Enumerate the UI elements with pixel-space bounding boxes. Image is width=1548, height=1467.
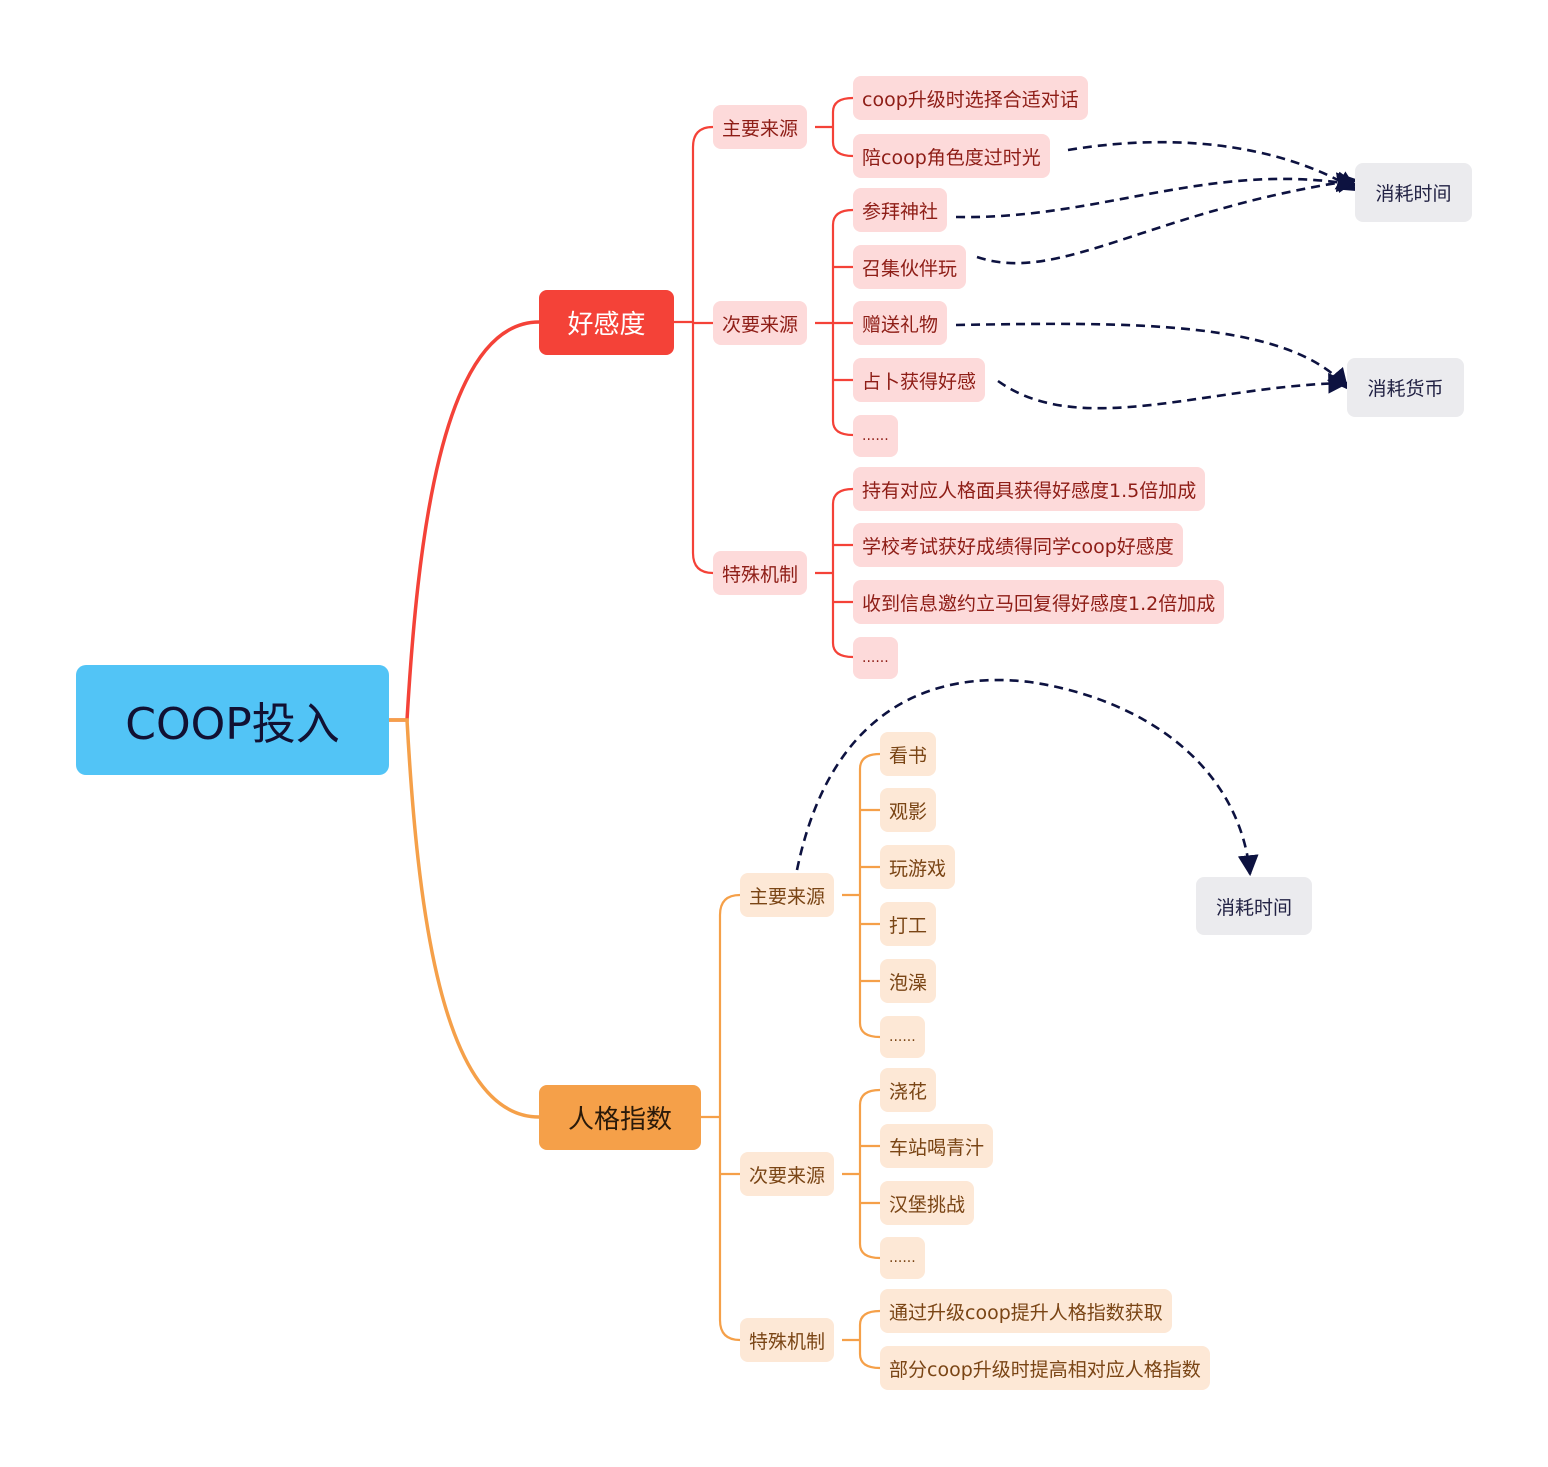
relation-arrow-time-2 (955, 171, 1359, 219)
leaf-node[interactable]: 持有对应人格面具获得好感度1.5倍加成 (853, 467, 1206, 511)
leaf-ellipsis[interactable]: ...... (880, 1237, 925, 1279)
group-main-source[interactable]: 主要来源 (740, 873, 835, 917)
tag-consume-currency[interactable]: 消耗货币 (1347, 358, 1464, 417)
group-special-mechanism[interactable]: 特殊机制 (713, 551, 808, 595)
relation-arrow-time-4 (795, 678, 1259, 877)
leaf-node[interactable]: 打工 (880, 902, 937, 946)
branch-rengezhishu[interactable]: 人格指数 (539, 1085, 701, 1150)
leaf-node[interactable]: 泡澡 (880, 959, 937, 1003)
group-secondary-source[interactable]: 次要来源 (713, 301, 808, 345)
leaf-node[interactable]: 浇花 (880, 1068, 937, 1112)
leaf-node[interactable]: 玩游戏 (880, 845, 956, 889)
link-root-rengezhishu (389, 718, 540, 1119)
leaf-ellipsis[interactable]: ...... (880, 1016, 925, 1058)
leaf-node[interactable]: 观影 (880, 788, 937, 832)
leaf-node[interactable]: 参拜神社 (853, 188, 948, 232)
leaf-ellipsis[interactable]: ...... (853, 637, 898, 679)
leaf-node[interactable]: 部分coop升级时提高相对应人格指数 (880, 1346, 1210, 1390)
group-special-mechanism[interactable]: 特殊机制 (740, 1318, 835, 1362)
root-node[interactable]: COOP投入 (76, 665, 389, 775)
leaf-node[interactable]: 召集伙伴玩 (853, 245, 967, 289)
group-secondary-source[interactable]: 次要来源 (740, 1152, 835, 1196)
leaf-node[interactable]: 陪coop角色度过时光 (853, 134, 1050, 178)
relation-arrow-money-1 (955, 322, 1349, 390)
leaf-node[interactable]: 学校考试获好成绩得同学coop好感度 (853, 523, 1183, 567)
leaf-node[interactable]: coop升级时选择合适对话 (853, 76, 1088, 120)
leaf-node[interactable]: 通过升级coop提升人格指数获取 (880, 1289, 1172, 1333)
link-root-haogandu (389, 320, 540, 722)
tag-consume-time[interactable]: 消耗时间 (1196, 877, 1312, 935)
group-main-source[interactable]: 主要来源 (713, 105, 808, 149)
relation-arrow-time-3 (976, 172, 1359, 265)
leaf-node[interactable]: 赠送礼物 (853, 301, 948, 345)
leaf-node[interactable]: 看书 (880, 732, 937, 776)
leaf-node[interactable]: 汉堡挑战 (880, 1181, 975, 1225)
relation-arrow-time-1 (1067, 140, 1358, 192)
tag-consume-time[interactable]: 消耗时间 (1355, 163, 1472, 222)
leaf-node[interactable]: 占卜获得好感 (853, 358, 986, 402)
branch-haogandu[interactable]: 好感度 (539, 290, 674, 355)
leaf-ellipsis[interactable]: ...... (853, 415, 898, 457)
relation-arrow-money-2 (997, 372, 1350, 410)
leaf-node[interactable]: 收到信息邀约立马回复得好感度1.2倍加成 (853, 580, 1225, 624)
leaf-node[interactable]: 车站喝青汁 (880, 1124, 994, 1168)
